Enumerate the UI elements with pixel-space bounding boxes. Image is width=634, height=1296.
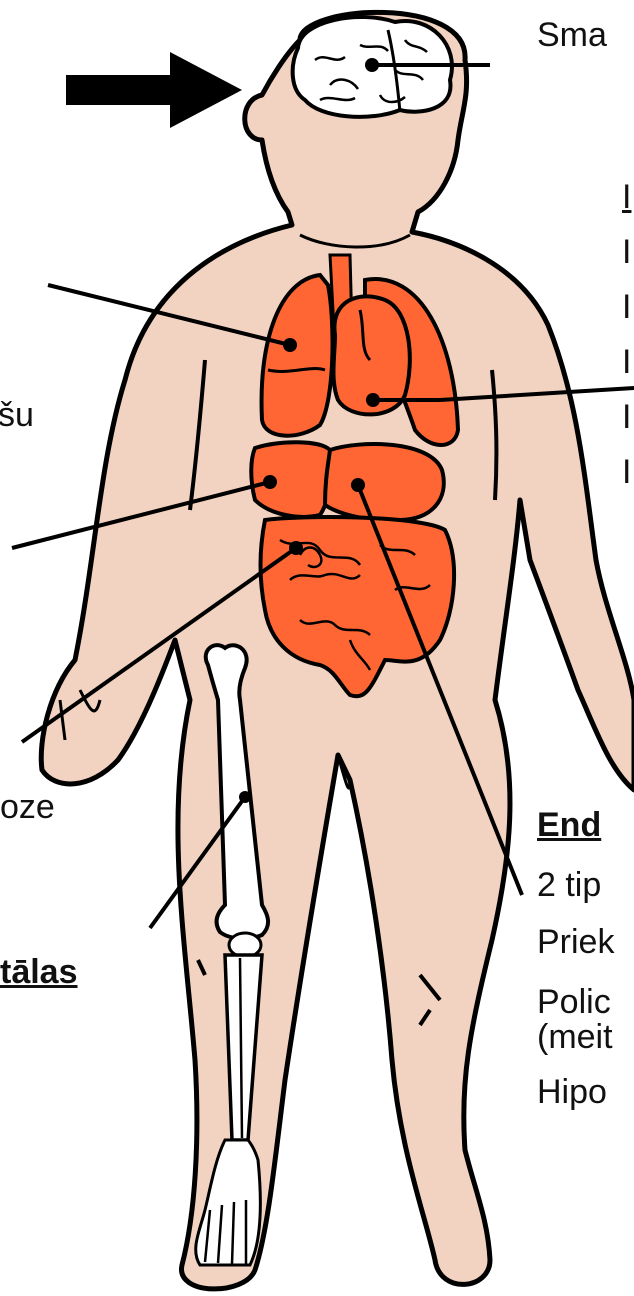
right-list-item: I xyxy=(622,290,631,324)
endocrine-title: End xyxy=(537,808,601,842)
skeletal-heading: tālas xyxy=(0,955,78,989)
endocrine-item: (meit xyxy=(537,1020,613,1054)
endocrine-item: 2 tip xyxy=(537,868,601,902)
right-list-item: I xyxy=(622,235,631,269)
endocrine-item: Hipo xyxy=(537,1075,607,1109)
right-list-item: I xyxy=(622,400,631,434)
left-lower-label: oze xyxy=(0,790,55,824)
endocrine-item: Priek xyxy=(537,925,614,959)
left-partial-label: šu xyxy=(0,398,34,432)
right-list-item: I xyxy=(622,345,631,379)
heart-icon xyxy=(333,296,409,414)
right-list-title: I xyxy=(622,180,631,214)
stomach-icon xyxy=(325,444,444,520)
arrow-icon xyxy=(66,52,242,128)
right-list-item: I xyxy=(622,455,631,489)
endocrine-item: Polic xyxy=(537,985,611,1019)
brain-label: Sma xyxy=(537,18,607,52)
liver-icon xyxy=(251,442,332,517)
